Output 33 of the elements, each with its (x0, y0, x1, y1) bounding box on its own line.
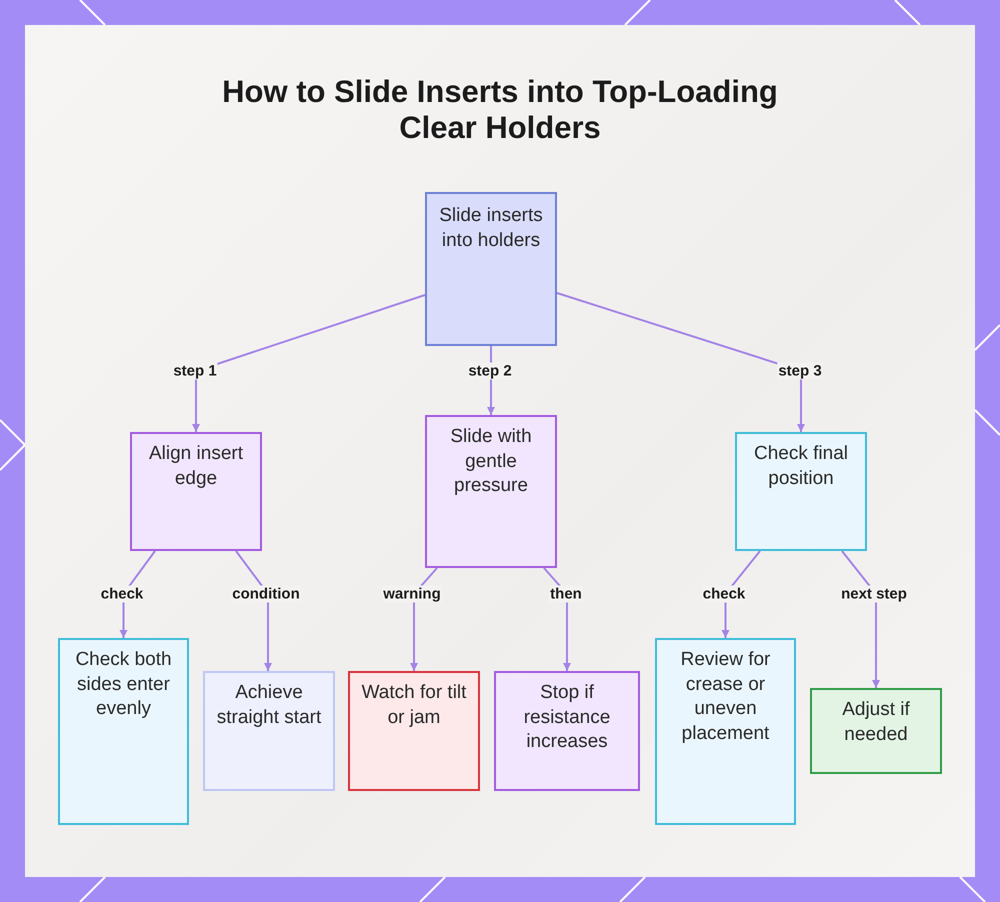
edge-label: check (100, 586, 144, 602)
edge-label: step 1 (172, 362, 218, 380)
process-box (203, 671, 335, 791)
edge-label: warning (382, 586, 442, 602)
edge-label: next step (840, 586, 908, 602)
node-text: Achieve straight start (216, 681, 322, 730)
process-box (735, 432, 867, 551)
node-text: Slide with gentle pressure (449, 425, 533, 498)
node-text: Align insert edge (148, 442, 244, 490)
edge-label: check (702, 586, 746, 602)
process-box (58, 638, 189, 825)
edge-label: step 3 (777, 362, 823, 380)
node-text: Slide inserts into holders (438, 204, 544, 252)
process-box (425, 415, 557, 568)
title: How to Slide Inserts into Top-Loading Clear Holders (221, 74, 779, 146)
node-text: Watch for tilt or jam (360, 681, 468, 730)
process-box (348, 671, 480, 791)
process-box (810, 688, 942, 774)
node-text: Adjust if needed (841, 698, 911, 746)
connector-arrow (192, 294, 426, 432)
node-text: Review for crease or uneven placement (680, 648, 772, 746)
node-text: Check both sides enter evenly (74, 648, 173, 721)
process-box (425, 192, 557, 346)
connector-arrow (556, 292, 805, 432)
process-box (130, 432, 262, 551)
process-box (494, 671, 640, 791)
connector-arrow (841, 550, 880, 688)
process-box (655, 638, 796, 825)
node-text: Check final position (753, 442, 849, 490)
node-text: Stop if resistance increases (522, 681, 612, 754)
edge-label: condition (231, 586, 301, 602)
edge-label: then (549, 586, 583, 602)
edge-label: step 2 (467, 362, 513, 380)
